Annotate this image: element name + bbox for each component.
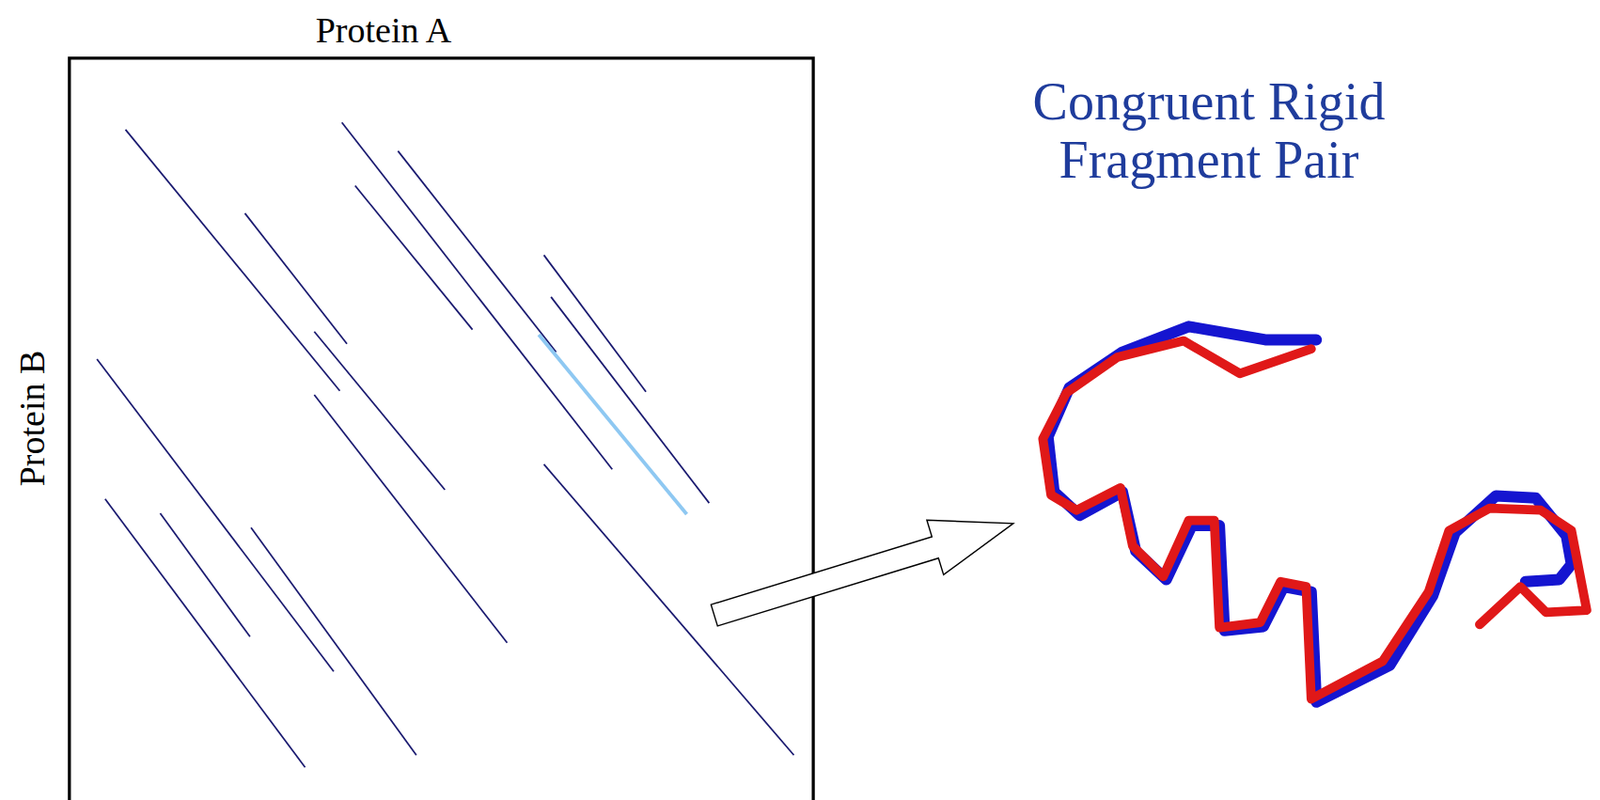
axis-title: Protein A (315, 11, 453, 51)
protein-backbone-red (1042, 341, 1587, 700)
block-arrow (710, 519, 1014, 627)
dot-plot-frame (69, 58, 814, 800)
highlighted-diagonal (538, 334, 687, 515)
fragment-diagonals (96, 122, 794, 768)
axis-title: Protein B (13, 350, 53, 487)
panel-heading: Congruent Rigid Fragment Pair (1002, 73, 1416, 189)
